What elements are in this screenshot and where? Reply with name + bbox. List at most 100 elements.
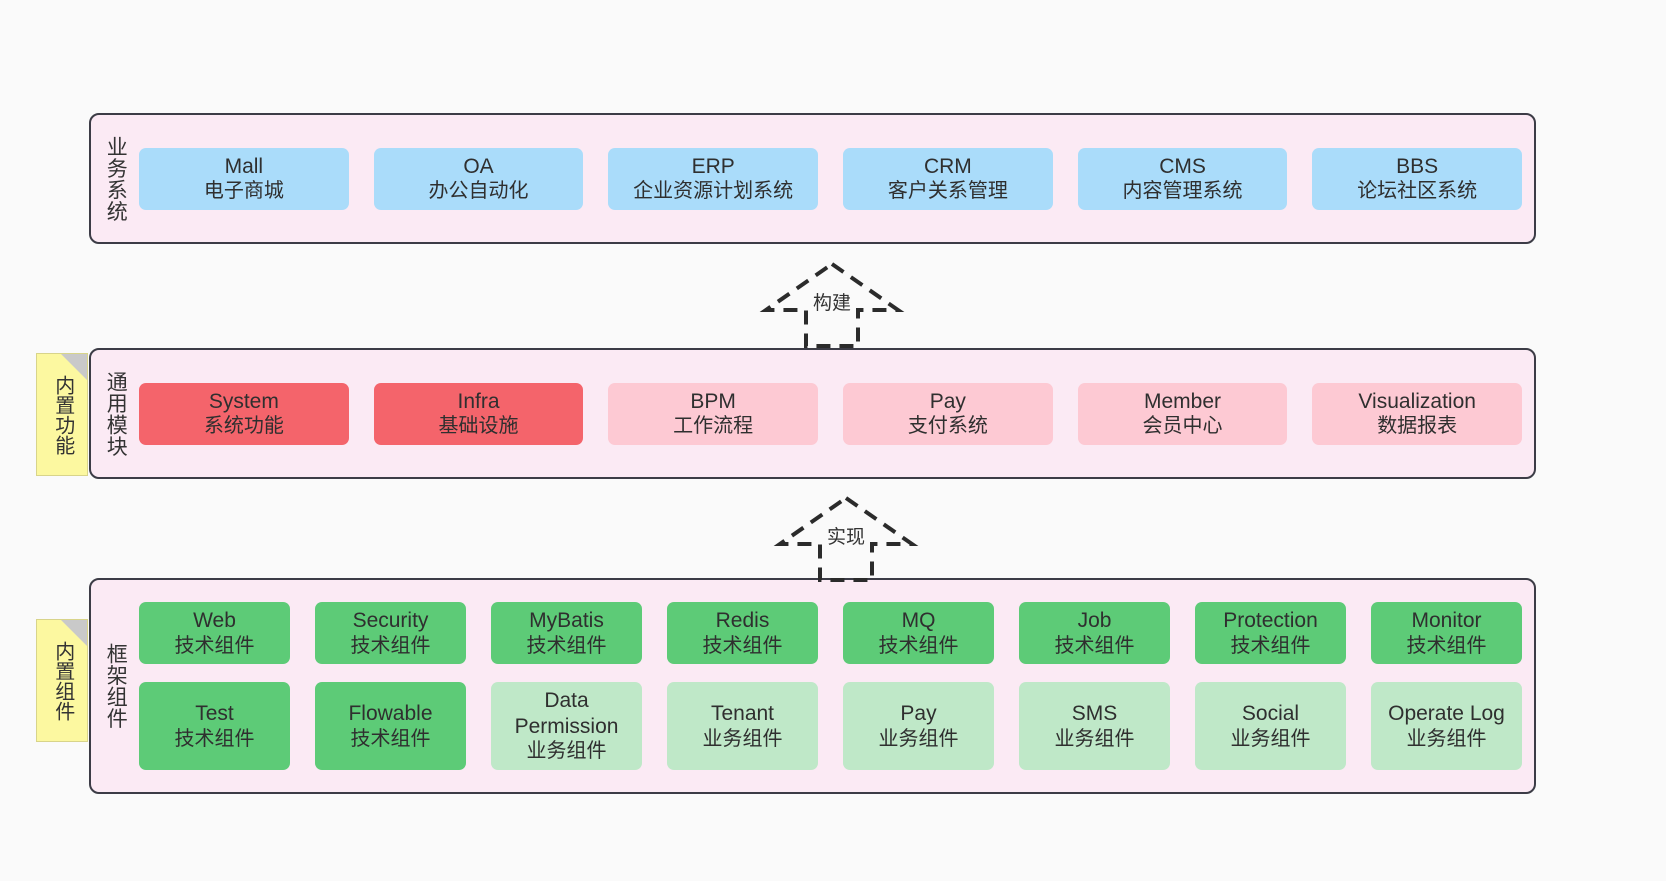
card-row: Mall 电子商城 OA 办公自动化 ERP 企业资源计划系统 CRM 客户关系… xyxy=(139,147,1523,210)
card-title: Job xyxy=(1077,609,1112,633)
card-social[interactable]: Social 业务组件 xyxy=(1195,682,1346,770)
note-builtin-features: 内置功能 xyxy=(36,353,88,476)
card-web[interactable]: Web 技术组件 xyxy=(139,602,290,665)
note-fold-corner-icon xyxy=(61,354,87,380)
card-title: Visualization xyxy=(1358,389,1476,413)
card-pay-component[interactable]: Pay 业务组件 xyxy=(843,682,994,770)
note-label: 内置组件 xyxy=(51,640,74,721)
card-subtitle: 技术组件 xyxy=(702,634,783,657)
card-title: SMS xyxy=(1071,701,1118,725)
card-subtitle: 业务组件 xyxy=(702,727,783,750)
card-subtitle: 客户关系管理 xyxy=(887,180,1008,203)
card-test[interactable]: Test 技术组件 xyxy=(139,682,290,770)
card-subtitle: 论坛社区系统 xyxy=(1357,180,1478,203)
card-subtitle: 业务组件 xyxy=(1054,727,1135,750)
implement-arrow-icon xyxy=(773,495,919,582)
layer-business-systems: 业务系统 Mall 电子商城 OA 办公自动化 ERP 企业资源计划系统 CRM… xyxy=(89,113,1536,244)
card-subtitle: 电子商城 xyxy=(203,180,284,203)
card-subtitle: 业务组件 xyxy=(1230,727,1311,750)
card-bpm[interactable]: BPM 工作流程 xyxy=(608,382,819,445)
card-cms[interactable]: CMS 内容管理系统 xyxy=(1077,147,1288,210)
card-redis[interactable]: Redis 技术组件 xyxy=(667,602,818,665)
card-tenant[interactable]: Tenant 业务组件 xyxy=(667,682,818,770)
card-subtitle: 技术组件 xyxy=(878,634,959,657)
card-flowable[interactable]: Flowable 技术组件 xyxy=(315,682,466,770)
card-title: Mall xyxy=(224,154,264,178)
card-title: Tenant xyxy=(710,701,775,725)
card-subtitle: 技术组件 xyxy=(1406,634,1487,657)
card-title: MyBatis xyxy=(529,609,604,633)
card-data-permission[interactable]: Data Permission 业务组件 xyxy=(491,682,642,770)
card-mall[interactable]: Mall 电子商城 xyxy=(139,147,349,210)
card-title: CRM xyxy=(923,154,972,178)
card-title: Data Permission xyxy=(514,689,619,738)
card-title: Monitor xyxy=(1411,609,1482,633)
card-subtitle: 系统功能 xyxy=(203,415,284,438)
card-row: Test 技术组件 Flowable 技术组件 Data Permission … xyxy=(139,682,1522,770)
card-subtitle: 技术组件 xyxy=(350,727,431,750)
layer-body-framework-components: Web 技术组件 Security 技术组件 MyBatis 技术组件 Redi… xyxy=(139,580,1534,792)
card-title: CMS xyxy=(1159,154,1206,178)
card-subtitle: 业务组件 xyxy=(526,740,607,763)
card-title: BPM xyxy=(690,389,736,413)
card-monitor[interactable]: Monitor 技术组件 xyxy=(1371,602,1522,665)
card-row: System 系统功能 Infra 基础设施 BPM 工作流程 Pay 支付系统… xyxy=(139,382,1523,445)
card-crm[interactable]: CRM 客户关系管理 xyxy=(843,147,1053,210)
note-label: 内置功能 xyxy=(51,374,74,455)
card-member[interactable]: Member 会员中心 xyxy=(1077,382,1288,445)
card-title: Test xyxy=(195,701,234,725)
card-title: Redis xyxy=(715,609,770,633)
card-mq[interactable]: MQ 技术组件 xyxy=(843,602,994,665)
layer-body-business-systems: Mall 电子商城 OA 办公自动化 ERP 企业资源计划系统 CRM 客户关系… xyxy=(139,115,1534,242)
card-operate-log[interactable]: Operate Log 业务组件 xyxy=(1371,682,1522,770)
card-infra[interactable]: Infra 基础设施 xyxy=(373,382,584,445)
card-title: Operate Log xyxy=(1388,701,1505,725)
card-protection[interactable]: Protection 技术组件 xyxy=(1195,602,1346,665)
card-title: OA xyxy=(463,154,494,178)
connector-build-label: 构建 xyxy=(812,293,851,314)
card-oa[interactable]: OA 办公自动化 xyxy=(373,147,584,210)
card-title: Infra xyxy=(457,389,500,413)
card-row: Web 技术组件 Security 技术组件 MyBatis 技术组件 Redi… xyxy=(139,602,1522,665)
card-title: Protection xyxy=(1223,609,1318,633)
card-job[interactable]: Job 技术组件 xyxy=(1019,602,1170,665)
card-system[interactable]: System 系统功能 xyxy=(139,382,349,445)
card-subtitle: 业务组件 xyxy=(1406,727,1487,750)
card-title: Pay xyxy=(900,701,937,725)
layer-title-common-modules: 通用模块 xyxy=(104,370,128,457)
card-subtitle: 支付系统 xyxy=(907,415,988,438)
card-security[interactable]: Security 技术组件 xyxy=(315,602,466,665)
card-subtitle: 内容管理系统 xyxy=(1122,180,1243,203)
card-subtitle: 技术组件 xyxy=(174,727,255,750)
card-subtitle: 技术组件 xyxy=(350,634,431,657)
card-title: Security xyxy=(352,609,429,633)
card-subtitle: 工作流程 xyxy=(673,415,754,438)
card-title: Flowable xyxy=(348,701,433,725)
card-title: BBS xyxy=(1396,154,1439,178)
card-sms[interactable]: SMS 业务组件 xyxy=(1019,682,1170,770)
layer-framework-components: 框架组件 Web 技术组件 Security 技术组件 MyBatis 技术组件… xyxy=(89,578,1536,794)
layer-common-modules: 通用模块 System 系统功能 Infra 基础设施 BPM 工作流程 Pay… xyxy=(89,348,1536,479)
card-visualization[interactable]: Visualization 数据报表 xyxy=(1312,382,1523,445)
card-title: System xyxy=(208,389,279,413)
card-title: Web xyxy=(193,609,236,633)
card-title: Social xyxy=(1241,701,1300,725)
card-bbs[interactable]: BBS 论坛社区系统 xyxy=(1312,147,1523,210)
card-erp[interactable]: ERP 企业资源计划系统 xyxy=(608,147,819,210)
build-arrow-icon xyxy=(759,261,905,348)
connector-implement-label: 实现 xyxy=(826,527,865,548)
card-subtitle: 技术组件 xyxy=(174,634,255,657)
card-subtitle: 数据报表 xyxy=(1377,415,1458,438)
layer-title-framework-components: 框架组件 xyxy=(104,643,128,729)
card-subtitle: 会员中心 xyxy=(1142,415,1223,438)
card-subtitle: 基础设施 xyxy=(438,415,519,438)
layer-body-common-modules: System 系统功能 Infra 基础设施 BPM 工作流程 Pay 支付系统… xyxy=(139,350,1534,477)
note-builtin-components: 内置组件 xyxy=(36,619,88,742)
card-mybatis[interactable]: MyBatis 技术组件 xyxy=(491,602,642,665)
card-title: Pay xyxy=(929,389,966,413)
card-subtitle: 技术组件 xyxy=(1054,634,1135,657)
connector-implement: 实现 xyxy=(770,492,922,584)
card-title: Member xyxy=(1144,389,1222,413)
card-subtitle: 技术组件 xyxy=(1230,634,1311,657)
card-pay-module[interactable]: Pay 支付系统 xyxy=(843,382,1053,445)
